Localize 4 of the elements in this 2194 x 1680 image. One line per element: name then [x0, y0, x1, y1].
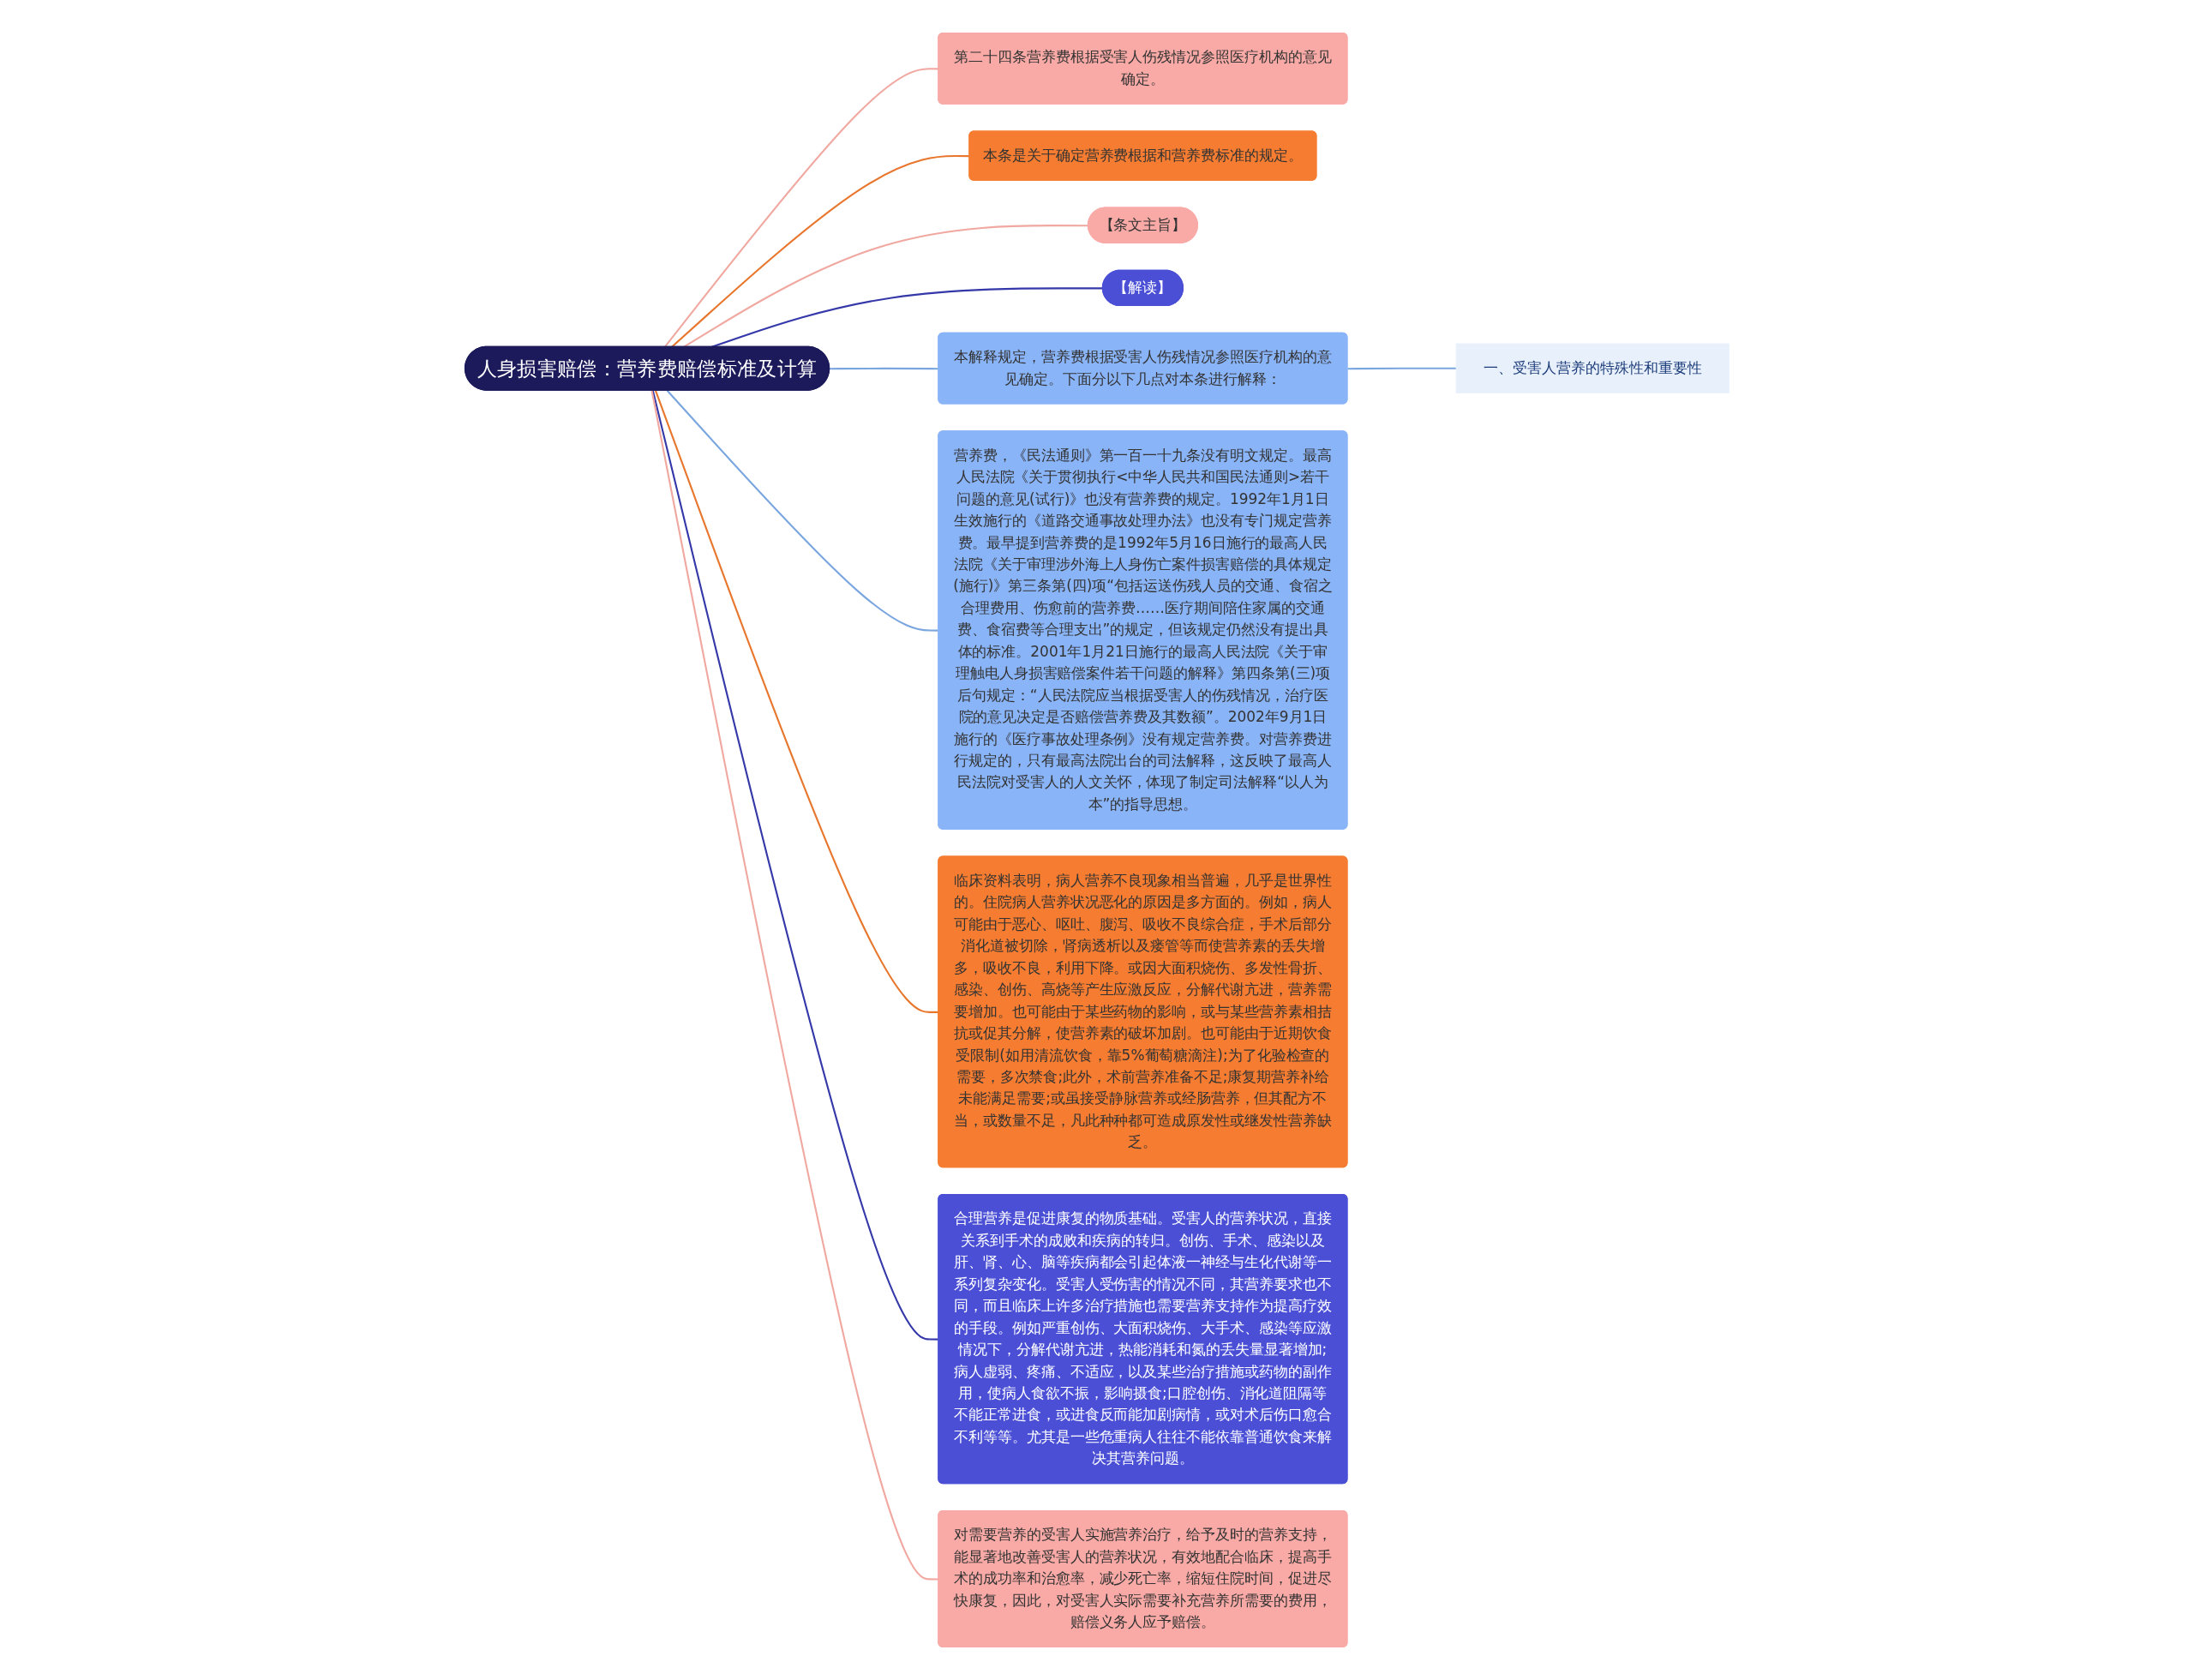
connector	[1347, 367, 1457, 370]
connector	[711, 287, 1103, 348]
connector	[671, 155, 970, 348]
node-box: 一、受害人营养的特殊性和重要性	[1455, 343, 1729, 393]
